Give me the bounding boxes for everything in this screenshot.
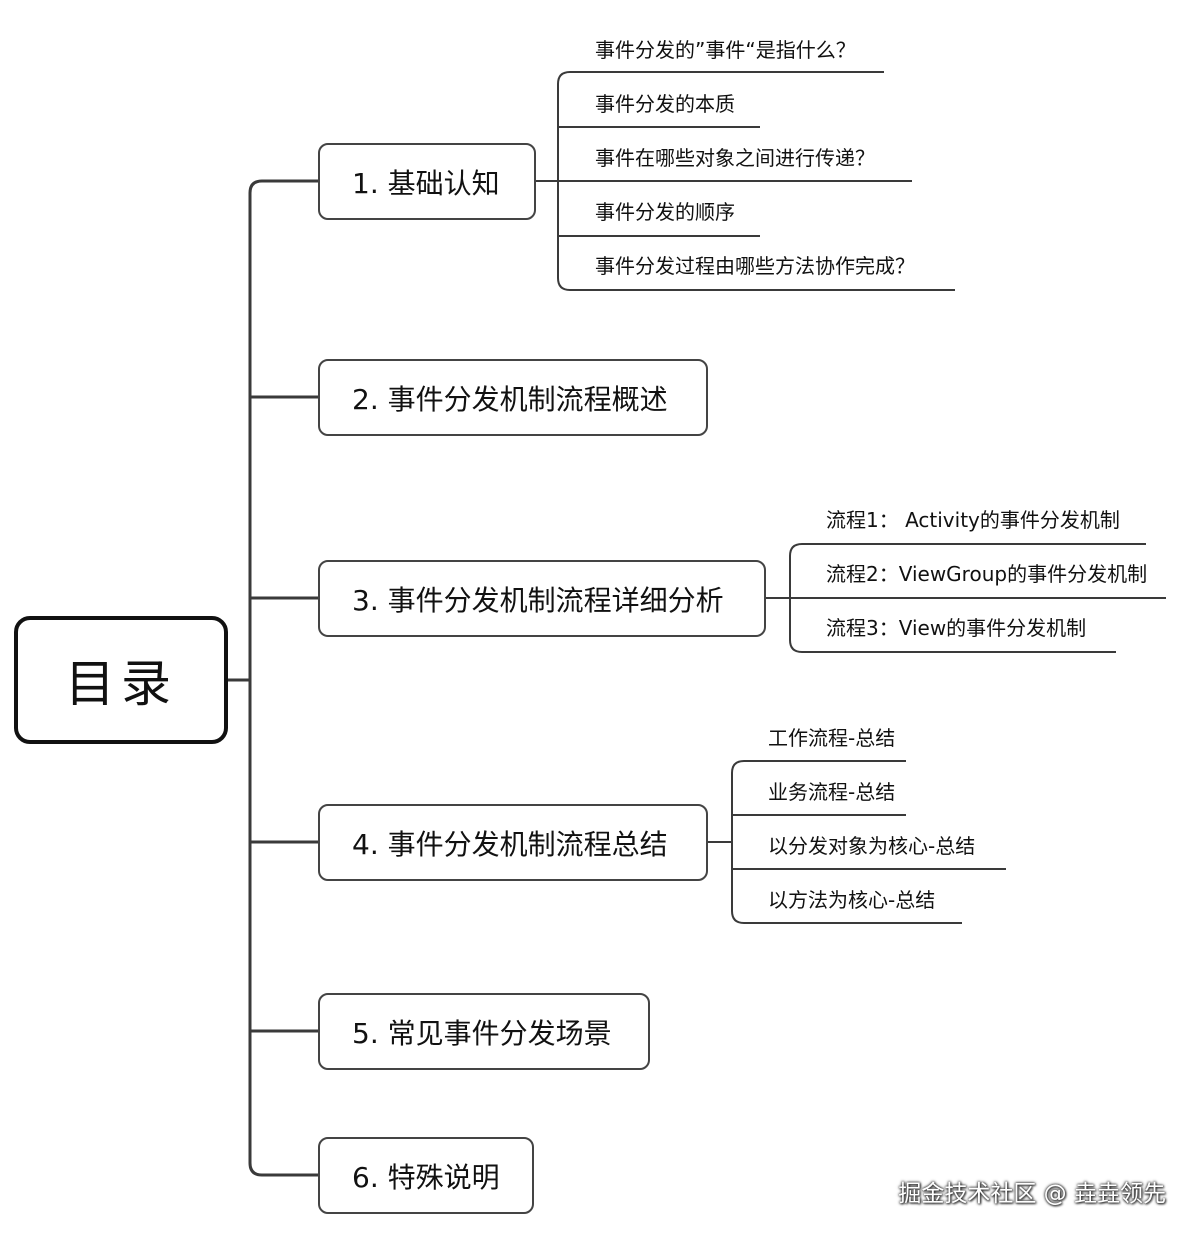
section-4-item-2: 业务流程-总结 [768,780,896,804]
root-label: 目录 [65,655,177,713]
section-4-bus [731,760,745,924]
section-3-node: 3. 事件分发机制流程详细分析 [318,560,766,637]
section-5-label: 5. 常见事件分发场景 [352,1016,612,1050]
root-node: 目录 [14,616,228,744]
section-3-item-1: 流程1： Activity的事件分发机制 [826,508,1120,532]
section-6-node: 6. 特殊说明 [318,1137,534,1214]
watermark: 掘金技术社区 @ 垚垚领先 [898,1181,1166,1207]
section-1-item-5: 事件分发过程由哪些方法协作完成？ [595,254,915,278]
section-4-item-1: 工作流程-总结 [768,726,896,750]
section-3-label: 3. 事件分发机制流程详细分析 [352,583,724,617]
section-2-label: 2. 事件分发机制流程概述 [352,382,668,416]
section-2-node: 2. 事件分发机制流程概述 [318,359,708,436]
section-1-label: 1. 基础认知 [352,166,500,200]
trunk-line [248,179,263,1177]
section-1-item-4: 事件分发的顺序 [595,200,735,224]
section-4-item-4: 以方法为核心-总结 [768,888,936,912]
section-3-item-3: 流程3：View的事件分发机制 [826,616,1087,640]
section-4-node: 4. 事件分发机制流程总结 [318,804,708,881]
section-4-label: 4. 事件分发机制流程总结 [352,827,668,861]
section-6-label: 6. 特殊说明 [352,1160,500,1194]
section-4-item-3: 以分发对象为核心-总结 [768,834,976,858]
section-3-item-2: 流程2：ViewGroup的事件分发机制 [826,562,1148,586]
section-1-node: 1. 基础认知 [318,143,536,220]
section-1-item-3: 事件在哪些对象之间进行传递？ [595,146,875,170]
section-1-item-1: 事件分发的”事件“是指什么？ [595,38,856,62]
section-1-item-2: 事件分发的本质 [595,92,735,116]
section-5-node: 5. 常见事件分发场景 [318,993,650,1070]
